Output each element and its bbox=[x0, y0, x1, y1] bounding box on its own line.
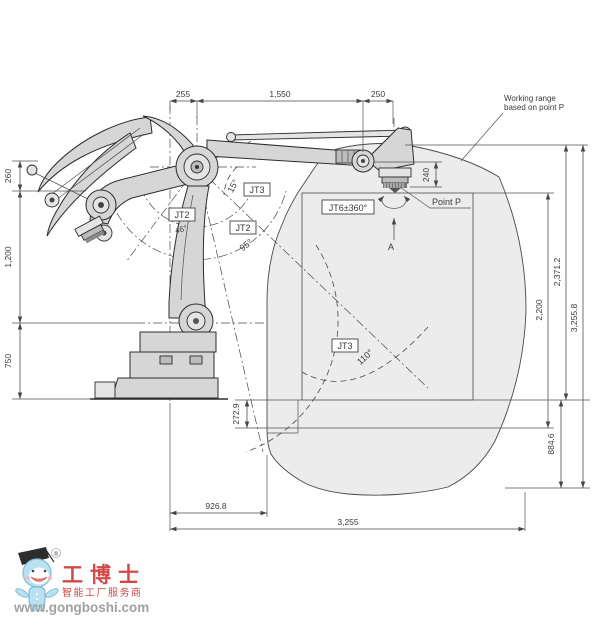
flange-tip bbox=[389, 188, 401, 193]
jt3-upper-box bbox=[243, 182, 271, 197]
shoulder-horn bbox=[142, 115, 198, 159]
dim-bottom-3255: 3,255 bbox=[337, 517, 359, 527]
flange-block-1 bbox=[378, 167, 412, 178]
dim-bottom-9268: 926.8 bbox=[205, 501, 227, 511]
mascot-cap-tassel bbox=[45, 549, 55, 563]
lower-arm-link bbox=[168, 185, 210, 319]
jt2-joint-hub bbox=[193, 318, 199, 324]
mascot-leg-right bbox=[38, 604, 45, 612]
mascot-cheek-right bbox=[48, 576, 52, 580]
left-rod-ext bbox=[34, 172, 91, 201]
registered-mark-circle bbox=[51, 548, 61, 558]
working-range-note-2: based on point P bbox=[504, 103, 564, 112]
arc-jt2-inner bbox=[140, 187, 250, 228]
left-lever-lower bbox=[46, 132, 137, 237]
base-detail-2 bbox=[189, 355, 203, 365]
base-flange bbox=[111, 377, 219, 399]
mascot-face bbox=[29, 567, 49, 585]
jt2-left-box bbox=[168, 207, 196, 222]
mascot-arm-right bbox=[45, 588, 59, 598]
dim-top-255: 255 bbox=[176, 89, 190, 99]
mascot-eye-right bbox=[43, 569, 47, 573]
left-wrist-joint-hub bbox=[98, 202, 104, 208]
dim-left-750: 750 bbox=[3, 354, 13, 368]
dimensions: 255 1,550 250 260 1,200 750 240 2,200 2,… bbox=[3, 89, 590, 532]
dim-left-260: 260 bbox=[3, 169, 13, 183]
swivel-housing bbox=[139, 331, 217, 353]
mascot-leg-left bbox=[30, 604, 37, 612]
dim-top-250: 250 bbox=[371, 89, 385, 99]
jt6-rotation-icon bbox=[377, 195, 411, 209]
dim-2729: 272.9 bbox=[231, 403, 241, 425]
jt6-box bbox=[321, 199, 375, 215]
mascot-body bbox=[28, 586, 46, 607]
section-a-label: A bbox=[388, 242, 394, 252]
point-p-leader bbox=[399, 186, 431, 209]
right-extension-lines bbox=[235, 144, 590, 489]
left-linkage-rod-2 bbox=[55, 133, 145, 201]
jt3-lower-label: JT3 bbox=[337, 341, 352, 351]
working-range-leader bbox=[460, 112, 504, 162]
jt3-lower-box bbox=[331, 338, 359, 353]
dim-left-1200: 1,200 bbox=[3, 246, 13, 268]
base-detail-1 bbox=[159, 355, 173, 365]
jt2-mid-label: JT2 bbox=[235, 223, 250, 233]
envelope-step-lines bbox=[267, 399, 302, 434]
left-linkage-rod-1 bbox=[51, 127, 141, 195]
logo: ® 工博士 智能工厂服务商 www.gongboshi.com bbox=[13, 547, 149, 615]
working-envelope bbox=[266, 143, 527, 496]
working-range-note-1: Working range bbox=[504, 94, 556, 103]
flange-hatch bbox=[383, 183, 407, 188]
envelope-inner-rect bbox=[301, 192, 474, 401]
jt5-joint-hub bbox=[361, 159, 365, 163]
mascot-cheek-left bbox=[26, 576, 30, 580]
arc-jt3-lower bbox=[301, 326, 429, 382]
range-line-lower-right bbox=[196, 166, 429, 389]
shoulder-joint-hub bbox=[195, 165, 199, 169]
range-line-steep bbox=[196, 166, 264, 453]
logo-tagline: 智能工厂服务商 bbox=[62, 586, 143, 599]
mascot-cap bbox=[18, 547, 49, 565]
dim-240-extensions bbox=[374, 161, 442, 188]
bottom-extension-lines bbox=[169, 403, 526, 531]
left-flange bbox=[74, 215, 105, 244]
mascot-arm-left bbox=[15, 588, 29, 598]
registered-mark: ® bbox=[54, 551, 59, 558]
base-foot-left bbox=[94, 381, 116, 399]
flange-block-2 bbox=[381, 176, 409, 184]
envelope-outline bbox=[266, 143, 527, 496]
top-extension-lines bbox=[169, 101, 394, 152]
jt2-mid-box bbox=[229, 220, 257, 235]
mascot-eye-left bbox=[31, 569, 35, 573]
jt6-label: JT6±360° bbox=[329, 203, 368, 213]
rod-pivot-left bbox=[226, 132, 236, 142]
mascot-mouth bbox=[30, 576, 48, 582]
dim-right-23712: 2,371.2 bbox=[552, 258, 562, 287]
left-extension-lines bbox=[12, 160, 136, 400]
arc-jt3-upper bbox=[223, 166, 238, 196]
arc-jt2-outer bbox=[116, 190, 287, 260]
dim-top-1550: 1,550 bbox=[269, 89, 291, 99]
linkage-rod bbox=[230, 129, 405, 141]
dim-right-8846: 884.6 bbox=[546, 433, 556, 455]
dim-right-32558: 3,255.8 bbox=[569, 304, 579, 333]
arc-jt2-sweep bbox=[245, 244, 339, 453]
mascot-button-2 bbox=[36, 598, 38, 600]
logo-brand: 工博士 bbox=[62, 563, 146, 587]
left-rod-pivot bbox=[26, 164, 38, 176]
mascot-button-1 bbox=[36, 593, 38, 595]
jt3-upper-label: JT3 bbox=[249, 185, 264, 195]
angle-jt2-min: 46° bbox=[174, 224, 188, 236]
robot-arm bbox=[26, 115, 415, 400]
dim-right-2200: 2,200 bbox=[534, 299, 544, 321]
point-p-label: Point P bbox=[432, 197, 461, 207]
jt2-left-label: JT2 bbox=[174, 210, 189, 220]
lower-arm-detail bbox=[180, 194, 194, 301]
logo-url: www.gongboshi.com bbox=[13, 600, 149, 615]
mascot: ® bbox=[15, 547, 61, 612]
dim-240: 240 bbox=[421, 168, 431, 182]
left-pulley-a-hub bbox=[49, 197, 55, 203]
left-lever-upper bbox=[37, 116, 153, 193]
angle-jt2-max: 95° bbox=[238, 237, 255, 254]
